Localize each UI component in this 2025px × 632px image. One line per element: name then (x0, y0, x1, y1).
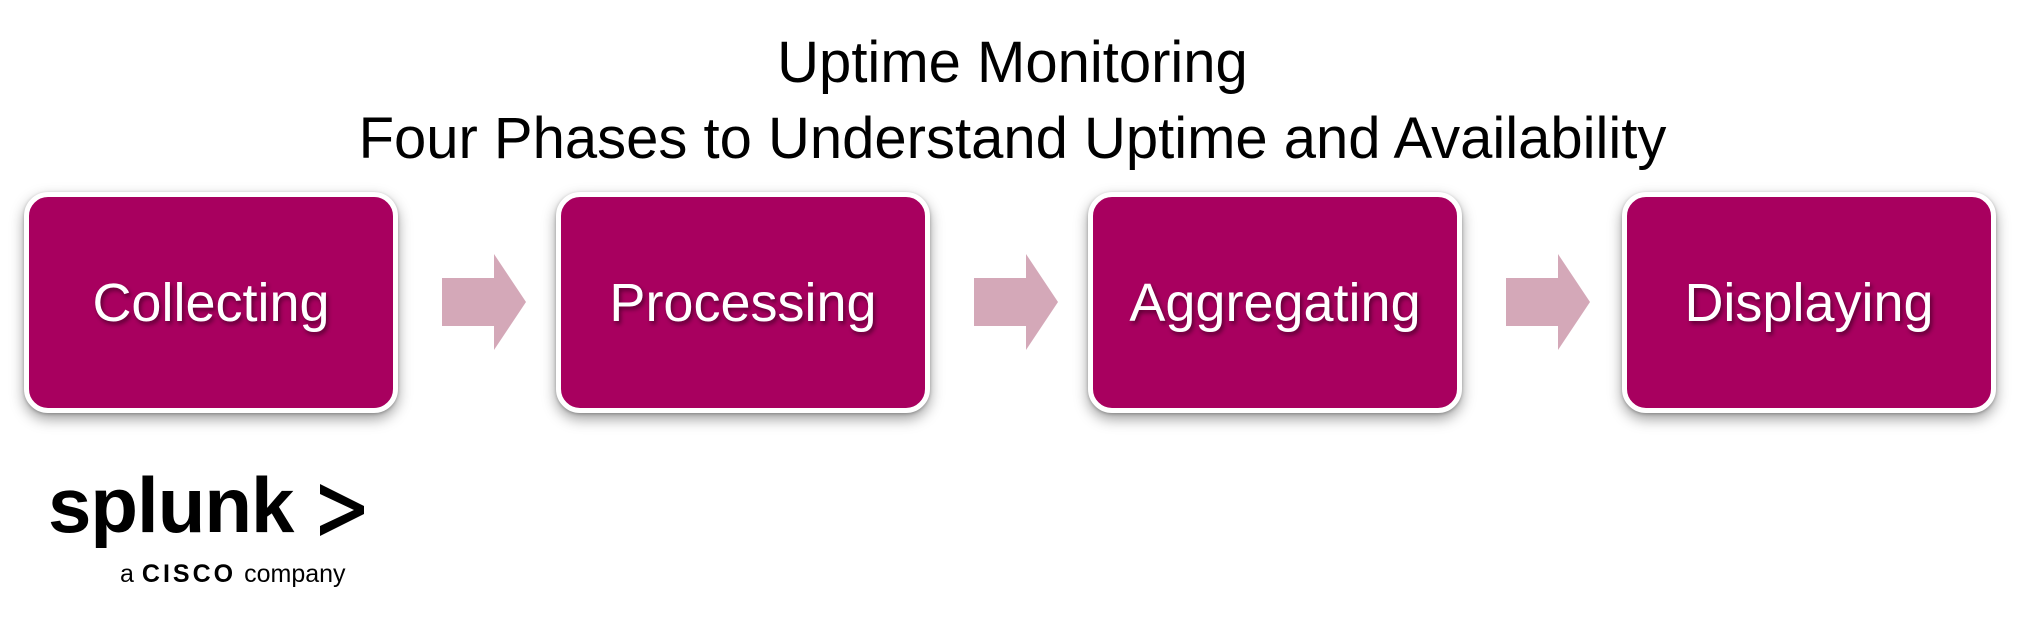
phase-label-collecting: Collecting (92, 272, 330, 333)
phase-label-processing: Processing (609, 272, 877, 333)
chevron-right-icon (320, 484, 364, 536)
logo-tagline-prefix: a (120, 560, 134, 588)
phase-box-displaying: Displaying (1622, 192, 1996, 413)
logo-wordmark: splunk (48, 461, 294, 549)
right-arrow-icon (1506, 254, 1590, 350)
phase-label-displaying: Displaying (1684, 272, 1934, 333)
diagram-title-line-2: Four Phases to Understand Uptime and Ava… (358, 106, 1667, 171)
diagram-title-line-1: Uptime Monitoring (777, 30, 1248, 95)
logo-tagline-suffix: company (244, 560, 346, 588)
phase-box-processing: Processing (556, 192, 930, 413)
phase-box-collecting: Collecting (24, 192, 398, 413)
right-arrow-icon (442, 254, 526, 350)
logo-tagline-brand: CISCO (141, 560, 237, 588)
phase-label-aggregating: Aggregating (1129, 272, 1421, 333)
phase-box-aggregating: Aggregating (1088, 192, 1462, 413)
right-arrow-icon (974, 254, 1058, 350)
